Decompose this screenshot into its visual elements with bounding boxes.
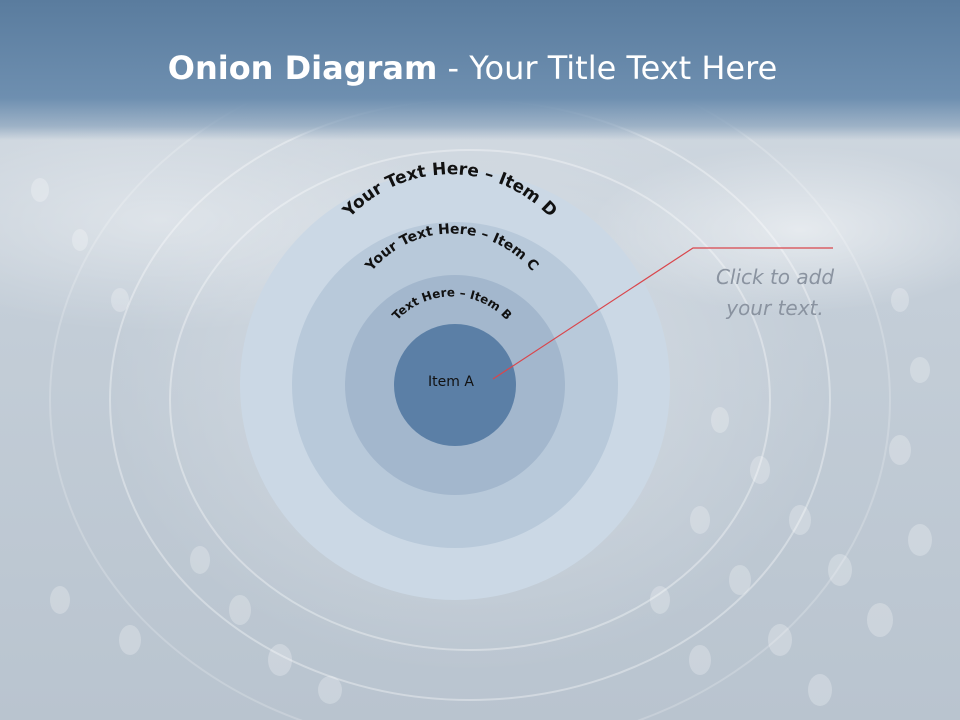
slide-title-rest: - Your Title Text Here (437, 49, 778, 87)
slide-title-bold: Onion Diagram (167, 49, 438, 87)
title-bar (0, 0, 960, 140)
layer-label-a: Item A (428, 374, 474, 390)
callout-connector-line (492, 247, 833, 380)
callout-textbox[interactable]: Click to add your text. (690, 262, 860, 324)
callout-line-2: your text. (726, 296, 824, 320)
callout-line-1: Click to add (715, 265, 835, 289)
layer-core-a[interactable] (394, 324, 516, 446)
slide-title[interactable]: Onion Diagram - Your Title Text Here (0, 46, 945, 90)
